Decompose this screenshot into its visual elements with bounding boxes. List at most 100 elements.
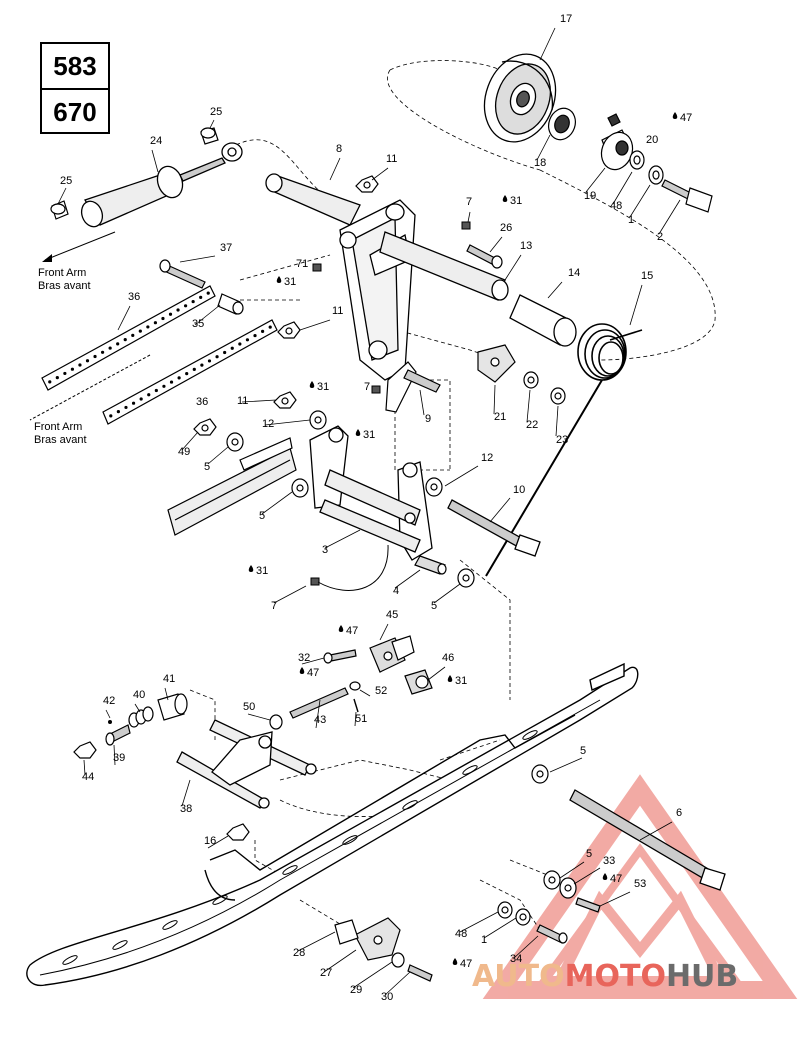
spacer-tube-14: [509, 294, 577, 347]
callout-c42: 42: [103, 695, 115, 707]
callout-c31f: 31: [455, 675, 467, 687]
callout-c35: 35: [192, 318, 204, 330]
callout-c1b: 1: [481, 934, 487, 946]
bushing-35: [217, 293, 244, 315]
clamp-block-45: [369, 635, 415, 673]
rail-slot: [112, 940, 128, 950]
strap-hole: [63, 371, 67, 376]
strap-hole: [93, 354, 97, 359]
strap-hole: [185, 372, 189, 376]
callout-c36b: 36: [196, 396, 208, 408]
strap-hole: [55, 376, 59, 380]
strap-hole: [147, 393, 151, 397]
callout-c48a: 48: [610, 200, 622, 212]
washer-29: [391, 952, 405, 968]
strap-hole: [48, 380, 52, 384]
strap-hole: [124, 405, 128, 410]
callout-c31e: 31: [256, 565, 268, 577]
strap-hole: [191, 299, 195, 304]
grease-fittings-7: [310, 221, 471, 586]
washer-50: [269, 714, 283, 730]
strap-hole: [199, 295, 203, 299]
callout-c33: 33: [603, 855, 615, 867]
callout-c28: 28: [293, 947, 305, 959]
bushing-25-bottom: [50, 200, 69, 220]
callout-c5d: 5: [580, 745, 586, 757]
front-arm-note-1-en: Front Arm: [38, 267, 86, 279]
callout-c13: 13: [520, 240, 532, 252]
strap-hole: [176, 308, 180, 312]
callout-c53: 53: [634, 878, 646, 890]
slider-shoe-27: [354, 917, 401, 961]
callout-c20: 20: [646, 134, 658, 146]
spacer-19-20: [600, 113, 634, 171]
pin-42: [108, 720, 112, 724]
strap-hole: [162, 384, 166, 388]
strap-hole: [230, 346, 234, 350]
strap-hole: [131, 401, 136, 405]
strap-hole: [139, 397, 143, 401]
pin-51: [353, 698, 359, 713]
callout-c46: 46: [442, 652, 454, 664]
front-arm-arrow-1: [44, 231, 116, 261]
strap-hole: [183, 304, 188, 308]
callout-c29: 29: [350, 984, 362, 996]
callout-c6: 6: [676, 807, 682, 819]
strap-hole: [123, 338, 127, 342]
callout-c2: 2: [657, 231, 663, 243]
strap-hole: [85, 359, 90, 363]
callout-c47e: 47: [460, 958, 472, 970]
axle-13: [379, 231, 509, 301]
oil-drop-icon: [355, 429, 361, 436]
callout-c31c: 31: [317, 381, 329, 393]
bolt-53: [575, 897, 601, 913]
bolt-6: [569, 789, 726, 891]
callout-c31b: 31: [284, 276, 296, 288]
callout-c18: 18: [534, 157, 546, 169]
watermark-text: AUTOMOTOHUB: [472, 959, 738, 994]
oil-drop-icon: [447, 675, 453, 682]
shock-absorber-24: [80, 142, 243, 228]
strap-hole: [153, 321, 158, 325]
front-arm-note-2-fr: Bras avant: [34, 434, 87, 446]
strap-hole: [177, 376, 181, 380]
callout-c12a: 12: [262, 418, 274, 430]
strap-hole: [268, 325, 272, 329]
strap-hole: [116, 410, 120, 414]
strap-hole: [154, 388, 158, 393]
strap-hole: [206, 291, 210, 295]
strap-hole: [138, 329, 142, 333]
pivot-arm-frame: [339, 199, 416, 381]
cam-9: [385, 361, 441, 413]
oil-drop-icon: [338, 625, 344, 632]
callout-c5a: 5: [204, 461, 210, 473]
callout-c31d: 31: [363, 429, 375, 441]
bearing-18: [548, 107, 576, 141]
strap-hole: [100, 350, 105, 354]
callout-c32: 32: [298, 652, 310, 664]
oil-drop-icon: [276, 276, 282, 283]
front-arm-arrow-2: [29, 354, 151, 421]
callout-c14: 14: [568, 267, 580, 279]
rear-arm-3: [309, 425, 433, 561]
callout-c5b: 5: [259, 510, 265, 522]
callout-c47c: 47: [307, 667, 319, 679]
strap-hole: [215, 355, 219, 359]
callout-c8: 8: [336, 143, 342, 155]
callout-c51: 51: [355, 713, 367, 725]
callout-c7a: 7: [466, 196, 472, 208]
callout-c23: 23: [556, 434, 568, 446]
strap-hole: [131, 333, 135, 337]
callout-c26: 26: [500, 222, 512, 234]
nut-44: [73, 741, 97, 759]
callout-c5c: 5: [431, 600, 437, 612]
strap-hole: [245, 338, 250, 342]
callout-c45: 45: [386, 609, 398, 621]
callout-c1a: 1: [628, 214, 634, 226]
front-arm-note-2-en: Front Arm: [34, 421, 82, 433]
slider-bracket: [167, 437, 297, 536]
strap-hole: [109, 414, 113, 418]
callout-c22: 22: [526, 419, 538, 431]
oil-drop-icon: [248, 565, 254, 572]
